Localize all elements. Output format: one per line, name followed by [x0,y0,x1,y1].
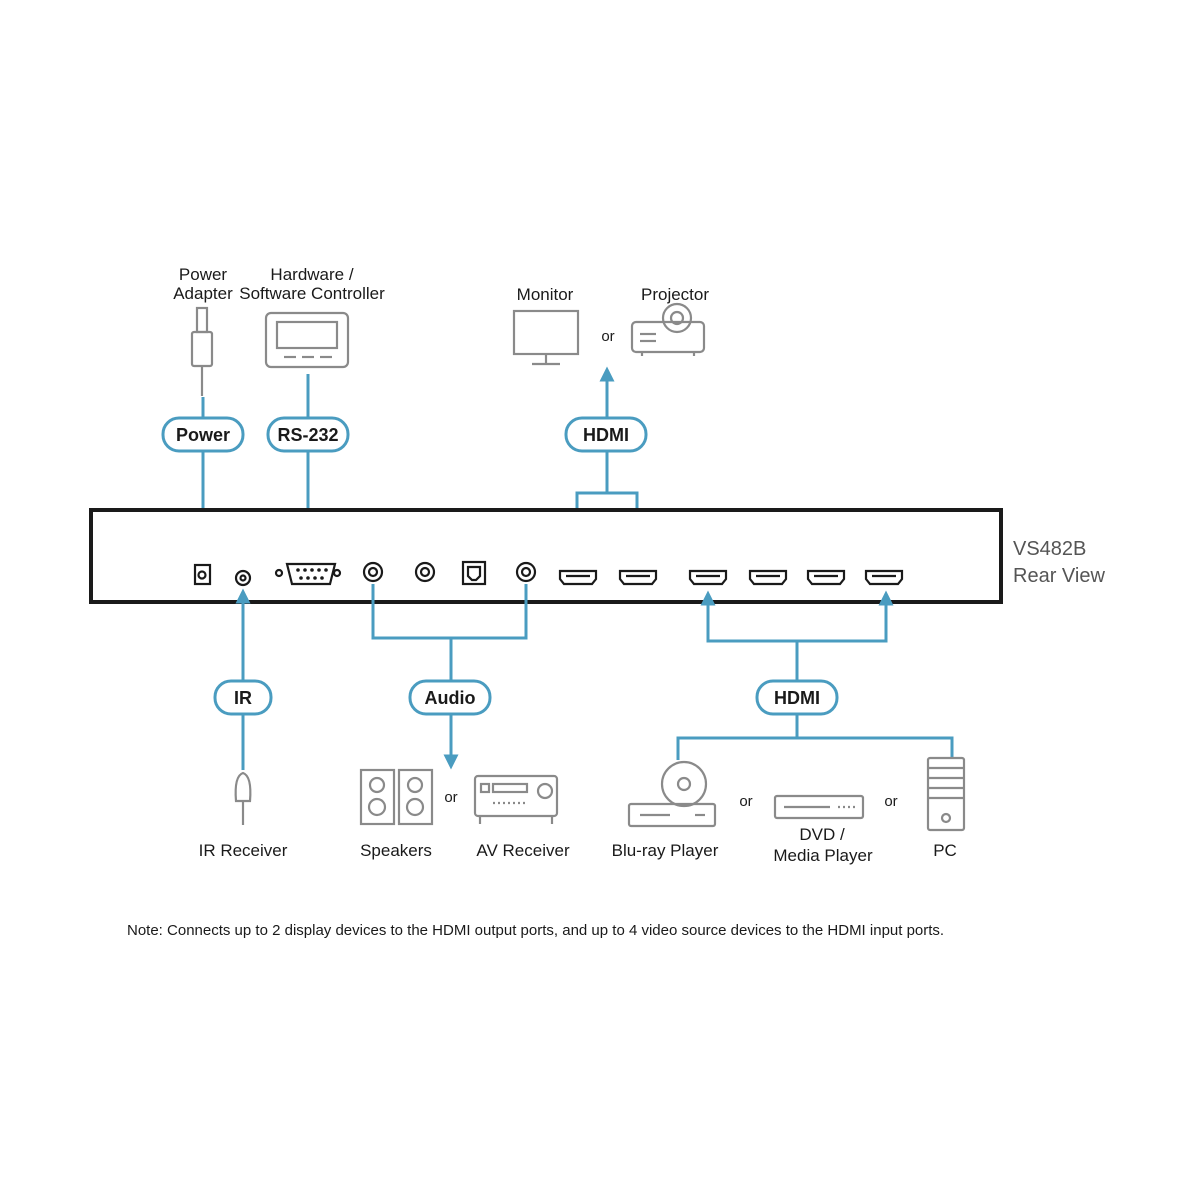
svg-text:IR: IR [234,688,252,708]
hdmi-in-port-3 [806,569,846,586]
hdmi-out-port-2 [618,569,658,586]
footnote: Note: Connects up to 2 display devices t… [127,922,945,939]
power-adapter-icon [190,306,214,396]
audio-out-port-2 [414,561,436,583]
power-adapter-label-2: Adapter [173,284,233,303]
hdmi-in-port-4 [864,569,904,586]
speakers-label: Speakers [360,841,432,860]
svg-text:HDMI: HDMI [583,425,629,445]
hdmi-in-connector-lower [676,714,954,760]
ir-port [234,569,252,587]
hdmi-out-port-1 [558,569,598,586]
model-label: VS482B [1013,538,1086,560]
controller-label: Hardware / [270,265,353,284]
pc-icon [926,756,966,832]
monitor-label: Monitor [517,285,574,304]
audio-out-port-1 [362,561,384,583]
hdmi-in-port-2 [748,569,788,586]
av-receiver-label: AV Receiver [476,841,570,860]
audio-out-port-3 [515,561,537,583]
rs232-port [274,562,342,586]
ir-pill: IR [213,679,273,716]
speakers-icon [359,768,434,826]
svg-text:HDMI: HDMI [774,688,820,708]
power-pill: Power [161,416,245,453]
svg-text:Power: Power [176,425,230,445]
or-display-label: or [601,328,614,345]
ir-receiver-label: IR Receiver [199,841,288,860]
monitor-icon [512,309,580,366]
bluray-label: Blu-ray Player [612,841,719,860]
projector-label: Projector [641,285,709,304]
rs232-pill: RS-232 [266,416,350,453]
av-receiver-icon [473,774,559,824]
hdmi-in-pill: HDMI [755,679,839,716]
power-adapter-label: Power [179,265,228,284]
optical-audio-port [461,560,487,586]
view-label: Rear View [1013,565,1105,587]
bluray-player-icon [627,760,717,828]
controller-label-2: Software Controller [239,284,385,303]
or-source-label-1: or [739,793,752,810]
hdmi-in-port-1 [688,569,728,586]
controller-icon [264,311,350,369]
dc-power-port [193,563,212,586]
svg-text:RS-232: RS-232 [277,425,338,445]
or-audio-label: or [444,789,457,806]
audio-connector [371,584,528,762]
dvd-label: DVD / [799,825,845,844]
projector-icon [630,302,706,356]
dvd-label-2: Media Player [773,846,873,865]
or-source-label-2: or [884,793,897,810]
pc-label: PC [933,841,957,860]
ir-receiver-icon [234,771,252,825]
svg-text:Audio: Audio [425,688,476,708]
audio-pill: Audio [408,679,492,716]
dvd-player-icon [773,794,865,820]
device-rear-panel [89,508,1003,604]
hdmi-out-pill: HDMI [564,416,648,453]
hdmi-in-connector-upper [706,596,888,680]
